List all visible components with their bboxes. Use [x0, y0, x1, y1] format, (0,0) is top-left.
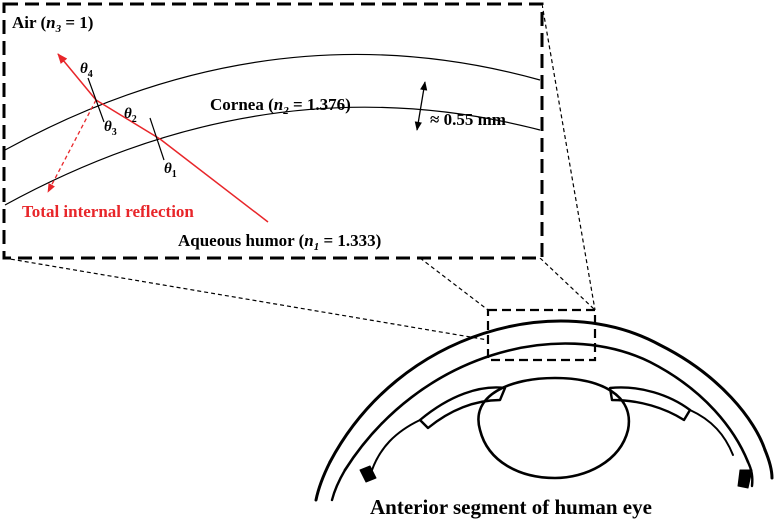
- eye-limbus-right: [737, 469, 753, 489]
- eye-lens: [477, 376, 631, 480]
- eye-limbus-left: [359, 465, 377, 483]
- eye-cornea-inner: [343, 342, 750, 472]
- surface-normals: [87, 77, 165, 161]
- eye-anterior-segment: [314, 319, 774, 502]
- eye-ciliary-left: [371, 419, 421, 471]
- cornea-layers: [4, 53, 541, 206]
- figure-caption: Anterior segment of human eye: [370, 495, 652, 519]
- ray-in-cornea: [95, 99, 161, 140]
- reflected-ray-dashed: [47, 99, 97, 193]
- ray-in-air: [57, 53, 97, 101]
- thickness-arrow: [414, 81, 428, 131]
- theta-4-label: θ4: [80, 61, 93, 80]
- zoom-region-box: [486, 308, 597, 362]
- total-internal-reflection-label: Total internal reflection: [22, 202, 194, 221]
- eye-sclera-right: [763, 448, 774, 480]
- theta-2-label: θ2: [124, 106, 137, 125]
- magnified-inset-frame: [2, 2, 544, 260]
- theta-3-label: θ3: [104, 119, 117, 138]
- cornea-outer-surface: [4, 53, 541, 151]
- cornea-inner-surface: [4, 106, 541, 206]
- eye-iris-right: [608, 386, 692, 422]
- theta-1-label: θ1: [164, 161, 177, 180]
- cornea-label: Cornea (n2 = 1.376): [210, 95, 351, 117]
- eye-cornea-outer: [328, 319, 767, 464]
- thickness-label: ≈ 0.55 mm: [430, 110, 506, 129]
- aqueous-humor-label: Aqueous humor (n1 = 1.333): [178, 231, 381, 253]
- air-label: Air (n3 = 1): [12, 13, 93, 35]
- eye-iris-left: [418, 386, 507, 430]
- eye-sclera-left: [314, 460, 332, 502]
- zoom-connector-lines: [3, 3, 596, 341]
- ray-in-aqueous: [159, 138, 269, 223]
- light-ray: [47, 53, 269, 223]
- eye-ciliary-right: [689, 409, 734, 456]
- eye-sclera-right-inner: [746, 460, 754, 488]
- eye-sclera-left-inner: [330, 468, 347, 502]
